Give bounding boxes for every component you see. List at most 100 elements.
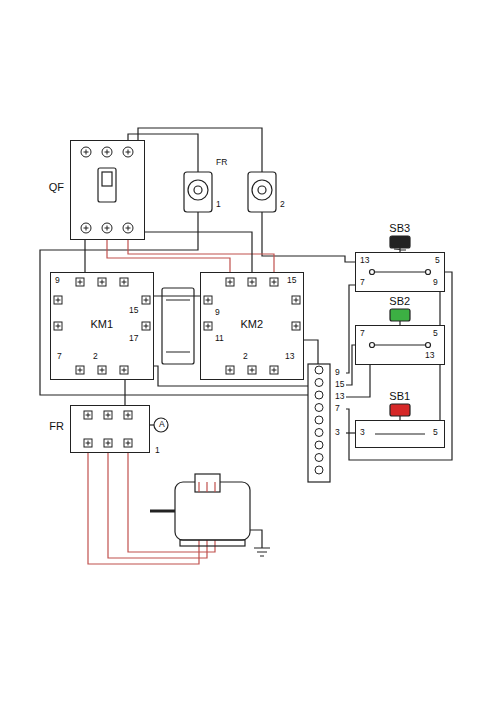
breaker-lever [102,172,112,186]
button-cap [390,236,410,248]
drawing-part [142,296,150,304]
wire [346,285,355,373]
contact-bridge [375,344,425,345]
drawing-part [126,441,131,446]
drawing-part [248,278,256,286]
terminal-screw [226,366,234,374]
terminal-number: 13 [359,256,370,265]
terminal-screw [204,296,212,304]
drawing-part [272,280,277,285]
drawing-part [294,298,299,303]
drawing-part [81,223,91,233]
fuse-number: 1 [215,200,222,209]
drawing-part [122,368,127,373]
drawing-part [250,368,255,373]
terminal-number: 9 [214,308,221,317]
terminal-screw [102,147,112,157]
component-name: SB1 [387,390,412,403]
wire [138,128,262,172]
terminal-screw [54,296,62,304]
terminal-screw [123,147,133,157]
drawing-part [86,441,91,446]
motor-lead [199,482,215,492]
wire [262,212,355,262]
terminal-number: 15 [334,380,345,389]
motor-feet [180,540,245,546]
ammeter-symbol [154,418,168,432]
drawing-part [54,322,62,330]
fuse-number: 2 [279,200,286,209]
wire [346,432,355,433]
component-name: SB3 [387,222,412,235]
drawing-part [123,223,133,233]
drawing-part [126,413,131,418]
drawing-part [120,278,128,286]
terminal-number: 5 [432,428,439,437]
wire [154,366,308,386]
terminal-number: 5 [432,329,439,338]
wire-connector [124,380,125,405]
drawing-part [105,150,110,155]
drawing-part [126,150,131,155]
terminal-screw [98,366,106,374]
contact-point [370,343,375,348]
terminal-number: 9 [334,368,341,377]
wire [346,345,355,385]
terminal-screw [315,441,323,449]
terminal-number: 15 [128,306,139,315]
drawing-part [124,411,132,419]
contact-point [426,270,431,275]
circuit-breaker: QF [70,140,145,240]
drawing-part [272,368,277,373]
drawing-part [84,411,92,419]
component-name: KM2 [238,318,265,331]
drawing-part [120,366,128,374]
drawing-part [104,439,112,447]
terminal-number: 9 [432,278,439,287]
terminal-block [308,364,330,482]
fuse-cap [188,180,208,200]
fuse-body [248,172,276,212]
motor-terminal-box [195,474,220,492]
wire [150,424,154,425]
drawing-part [206,324,211,329]
drawing-part [123,147,133,157]
fuse-body [184,172,212,212]
wire-connector [84,240,85,272]
drawing-part [292,296,300,304]
terminal-number: 2 [242,352,249,361]
thermal-relay: FR [70,405,150,453]
terminal-screw [104,439,112,447]
terminal-number: 15 [286,276,297,285]
drawing-part [270,278,278,286]
fuse-cap [258,186,266,194]
wire-connector [439,365,440,420]
contact-point [426,343,431,348]
drawing-part [84,226,89,231]
terminal-number: 13 [284,352,295,361]
terminal-screw [315,454,323,462]
terminal-screw [315,404,323,412]
terminal-screw [81,223,91,233]
drawing-part [100,280,105,285]
component-name: FR [47,420,66,433]
fuse-cap [194,186,202,194]
terminal-screw [84,439,92,447]
wire [304,340,318,364]
meter-symbol: A [158,420,166,429]
button-cap [390,309,410,321]
wire-connector [154,295,200,296]
drawing-part [228,280,233,285]
drawing-part [84,150,89,155]
terminal-screw [270,366,278,374]
drawing-part [102,223,112,233]
drawing-part [56,324,61,329]
drawing-part [144,298,149,303]
terminal-screw [123,223,133,233]
drawing-part [78,280,83,285]
terminal-screw [315,429,323,437]
drawing-part [81,147,91,157]
contact-point [370,270,375,275]
drawing-part [105,226,110,231]
terminal-number: 5 [434,256,441,265]
